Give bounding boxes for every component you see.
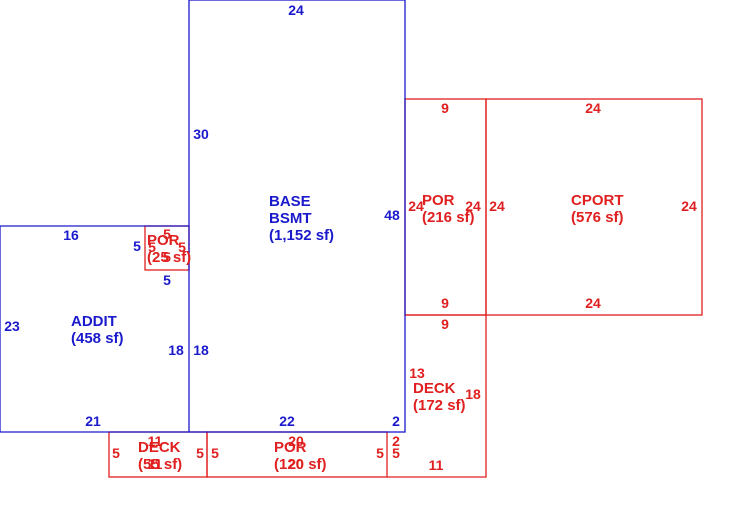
porch-bottom-name: POR	[274, 439, 307, 456]
base-name-line2: BSMT	[269, 210, 312, 227]
porch-right-dim-left: 24	[408, 198, 424, 214]
porch-right-area: (216 sf)	[422, 209, 475, 226]
addition-dim-top: 16	[63, 227, 79, 243]
carport-dim-right: 24	[681, 198, 697, 214]
deck-right-dim-bottom: 11	[429, 457, 444, 473]
secondary-outlines	[108, 98, 703, 478]
porch-right-dim-top: 9	[441, 100, 449, 116]
base-dim-bottom: 22	[279, 413, 295, 429]
carport-dim-left: 24	[489, 198, 505, 214]
carport-dim-bottom: 24	[585, 295, 601, 311]
addition-dim-bottom: 21	[85, 413, 101, 429]
porch-right-dim-bottom: 9	[441, 295, 449, 311]
deck-left-dim-top: 11	[148, 433, 163, 449]
porch-small-dim-left: 5	[148, 239, 156, 255]
base-dim-top: 24	[288, 2, 304, 18]
deck-right-dim-left: 13	[409, 365, 425, 381]
deck-right-outline	[387, 314, 487, 478]
addition-area: (458 sf)	[71, 330, 124, 347]
addition-dim-right-outer: 18	[168, 342, 184, 358]
porch-small-area: (25 sf)	[147, 249, 191, 266]
addition-dim-notch-bottom: 5	[163, 272, 171, 288]
deck-left-dim-bottom: 11	[148, 456, 163, 472]
base-outline	[188, 0, 406, 433]
addition-dim-notch-left: 5	[133, 238, 141, 254]
deck-right-name: DECK	[413, 380, 456, 397]
deck-left-dim-left: 5	[112, 445, 120, 461]
porch-right-name: POR	[422, 192, 455, 209]
porch-right-dim-right: 24	[465, 198, 481, 214]
porch-small-dim-bottom: 5	[163, 249, 171, 265]
porch-bottom-dim-top: 20	[288, 433, 304, 449]
carport-area: (576 sf)	[571, 209, 624, 226]
porch-bottom-dim-notch-top: 2	[392, 433, 400, 449]
porch-bottom-dim-bottom: 20	[288, 456, 304, 472]
porch-bottom-dim-notch-side: 5	[392, 445, 400, 461]
base-name: BASE	[269, 193, 311, 210]
deck-left-area: (55 sf)	[138, 456, 182, 473]
base-dim-bottom-right: 2	[392, 413, 400, 429]
deck-right-dim-right: 18	[465, 386, 481, 402]
porch-small-dim-right: 5	[178, 239, 186, 255]
deck-left-name: DECK	[138, 439, 181, 456]
main-outlines	[0, 0, 406, 433]
base-dim-right: 48	[384, 207, 400, 223]
addition-dim-left: 23	[4, 318, 20, 334]
deck-left-dim-right: 5	[196, 445, 204, 461]
porch-bottom-area: (120 sf)	[274, 456, 327, 473]
deck-right-area: (172 sf)	[413, 397, 466, 414]
porch-small-dim-top: 5	[163, 226, 171, 242]
deck-right-dim-top: 9	[441, 316, 449, 332]
porch-small-name: POR	[147, 232, 180, 249]
carport-dim-top: 24	[585, 100, 601, 116]
base-area: (1,152 sf)	[269, 227, 334, 244]
base-dim-left: 30	[193, 126, 209, 142]
porch-bottom-dim-right: 5	[376, 445, 384, 461]
addition-name: ADDIT	[71, 313, 117, 330]
carport-outline	[485, 98, 703, 316]
addition-dim-right-inner: 18	[193, 342, 209, 358]
porch-bottom-dim-left: 5	[211, 445, 219, 461]
carport-name: CPORT	[571, 192, 624, 209]
addition-outline	[0, 225, 189, 433]
